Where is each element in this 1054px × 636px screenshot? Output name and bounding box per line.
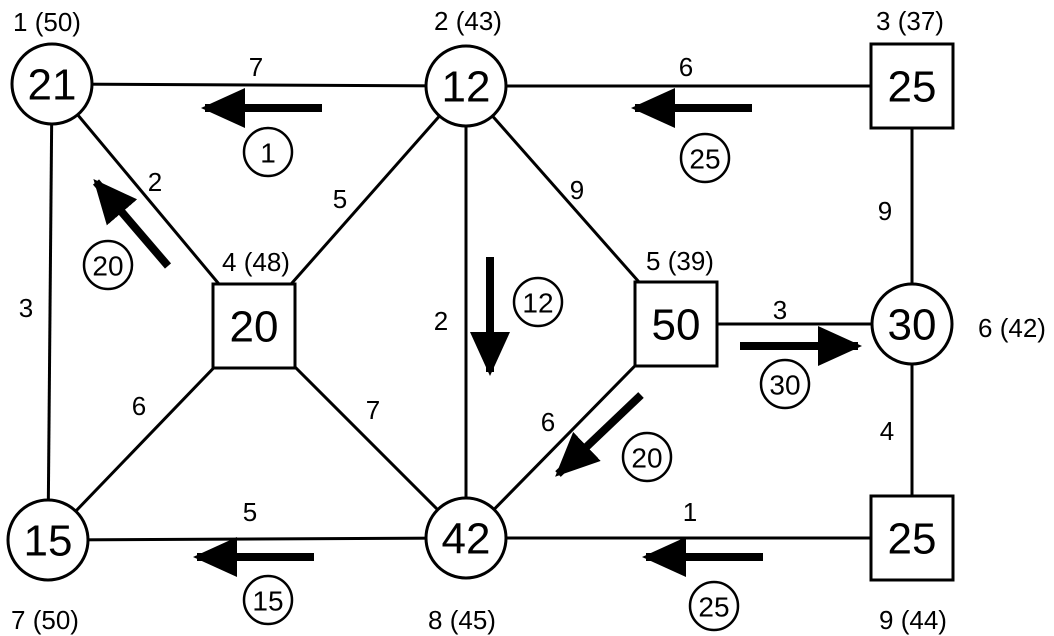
edge-weight-label: 9: [878, 196, 892, 226]
flow-amount-circle: [242, 574, 294, 626]
node-label: 8 (45): [428, 605, 496, 635]
node-value: 12: [442, 63, 491, 112]
edge-weight-label: 7: [366, 395, 380, 425]
node-label: 4 (48): [222, 247, 290, 277]
flow-amount: 20: [92, 251, 123, 282]
node-label: 9 (44): [879, 605, 947, 635]
flow-amount-circle: [82, 239, 134, 291]
edge-n7-n8: [47, 536, 467, 542]
edge-weight-label: 7: [249, 52, 263, 82]
edge-weight-label: 1: [683, 497, 697, 527]
node-value: 30: [888, 301, 937, 350]
edge-weight-label: 5: [333, 184, 347, 214]
node-n6-circle: [870, 282, 954, 366]
node-n3-square: [869, 42, 955, 130]
edge-weight-label: 6: [541, 407, 555, 437]
node-value: 25: [888, 515, 937, 564]
nodes-layer: 211 (50)122 (43)253 (37)204 (48)505 (39)…: [6, 6, 1046, 635]
flow-amount-circle: [621, 431, 673, 483]
node-label: 7 (50): [11, 605, 79, 635]
flow-amount: 25: [689, 144, 720, 175]
flow-amount-circle: [759, 358, 811, 410]
node-label: 6 (42): [978, 313, 1046, 343]
edge-weight-label: 9: [570, 175, 584, 205]
edge-n1-n2: [51, 82, 467, 88]
flow-amount: 25: [698, 592, 729, 623]
flow-amount-circle: [242, 126, 294, 178]
flow-amount: 1: [260, 138, 276, 169]
node-label: 5 (39): [646, 246, 714, 276]
edge-weight-label: 4: [880, 416, 894, 446]
node-n9-square: [869, 494, 955, 582]
flow-amount: 15: [252, 586, 283, 617]
flow-arrow: [555, 392, 644, 477]
flow-amount-circle: [688, 580, 740, 632]
edge-weight-label: 2: [434, 306, 448, 336]
flow-arrow: [92, 178, 172, 269]
node-n1-circle: [10, 42, 94, 126]
node-value: 15: [24, 517, 73, 566]
edge-weight-label: 6: [132, 391, 146, 421]
edge-weight-label: 6: [679, 52, 693, 82]
node-value: 21: [28, 61, 77, 110]
node-value: 42: [442, 515, 491, 564]
node-label: 3 (37): [876, 6, 944, 36]
node-label: 1 (50): [13, 7, 81, 37]
node-n5-square: [633, 280, 719, 368]
edge-weight-label: 3: [19, 293, 33, 323]
node-value: 50: [652, 301, 701, 350]
node-label: 2 (43): [434, 6, 502, 36]
node-n2-circle: [424, 44, 508, 128]
edge-weight-label: 3: [773, 295, 787, 325]
node-n4-square: [211, 282, 297, 370]
flow-amount: 30: [769, 370, 800, 401]
edge-n1-n7: [46, 83, 54, 541]
node-n8-circle: [424, 496, 508, 580]
flow-amount: 20: [631, 443, 662, 474]
edge-weight-label: 5: [243, 497, 257, 527]
node-n7-circle: [6, 498, 90, 582]
flow-amount: 12: [522, 288, 553, 319]
flow-amount-circle: [512, 276, 564, 328]
node-value: 20: [230, 303, 279, 352]
edge-weight-label: 2: [148, 167, 162, 197]
flow-amount-circle: [679, 132, 731, 184]
node-value: 25: [888, 63, 937, 112]
